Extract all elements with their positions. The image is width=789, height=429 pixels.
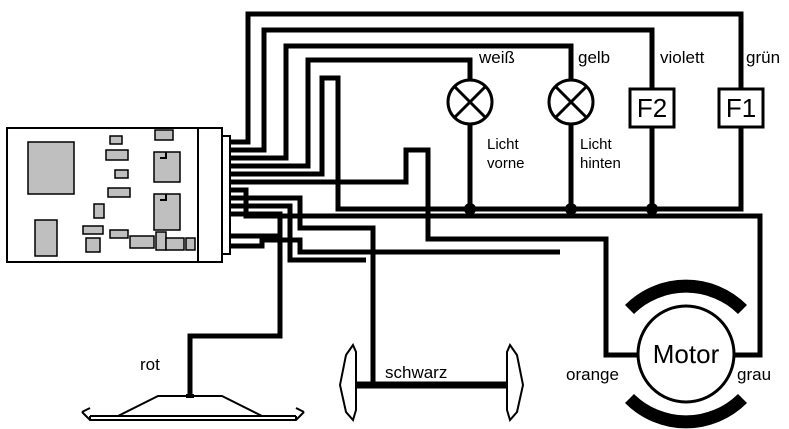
label-licht-vorne-2: vorne [487,155,525,172]
junction-dot [646,203,658,215]
junction-dot [464,203,476,215]
wire-gelb [230,43,574,161]
motor-label: Motor [653,339,720,369]
label-orange: orange [566,365,619,384]
wheel-right [506,342,525,423]
lamp-vorne [446,78,494,126]
decoder-board [6,127,231,263]
label-schwarz: schwarz [385,363,447,382]
wire-weiss [230,57,473,169]
wire-grau [230,187,763,358]
label-rot: rot [140,355,160,374]
wires [187,11,763,397]
pickup-shoe-outline [81,395,305,421]
decoder-components [27,129,196,257]
lamp-hinten [547,78,595,126]
label-licht-vorne-1: Licht [487,136,520,153]
label-gelb: gelb [578,48,610,67]
wire-schwarz [230,195,376,384]
label-grau: grau [737,365,771,384]
motor-magnet-bottom [625,394,747,429]
chip-mark [160,152,167,159]
wire-violett [230,27,655,153]
motor: Motor [625,279,747,429]
wire-bundle [230,237,560,255]
wire-common [230,75,744,212]
wheelset [338,342,525,423]
wire-gruen [230,11,744,145]
label-licht-hinten-2: hinten [580,155,621,172]
wire-orange [230,147,638,358]
f2-label: F2 [637,93,667,123]
wheel-left [338,342,357,423]
motor-magnet-top [625,279,747,314]
wire-bundle [230,203,366,263]
junction-dot [565,203,577,215]
pickup-shoe [81,394,305,421]
wire-rot [187,211,283,397]
f1-label: F1 [726,93,756,123]
label-licht-hinten-1: Licht [580,136,613,153]
f1-output: F1 [717,87,765,129]
chip-mark [160,194,167,201]
f2-output: F2 [628,87,676,129]
junction-dots [464,203,658,215]
label-gruen: grün [746,48,780,67]
label-violett: violett [660,48,705,67]
label-weiss: weiß [478,48,515,67]
